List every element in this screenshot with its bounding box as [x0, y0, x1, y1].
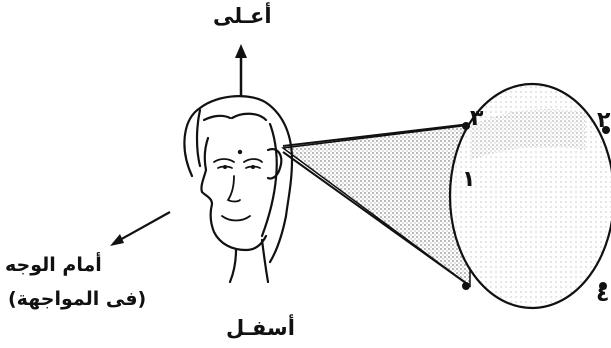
- point-label-4: ٤: [596, 282, 609, 307]
- label-front-of-face: أمام الوجه: [5, 254, 102, 276]
- point-marker-1: [462, 282, 470, 290]
- point-label-1: ١: [462, 167, 475, 192]
- label-up: أعـلى: [213, 4, 272, 28]
- front-arrow-icon: [110, 234, 124, 246]
- label-down: أسفـل: [226, 316, 295, 340]
- viewing-cone: [283, 125, 470, 286]
- face-features: [214, 159, 262, 221]
- bindi-dot: [238, 150, 242, 154]
- eye-right: [251, 165, 255, 169]
- label-facing: (فى المواجهة): [8, 288, 146, 310]
- eye-left: [223, 165, 227, 169]
- point-marker-3: [462, 122, 470, 130]
- point-label-3: ٣: [470, 106, 483, 131]
- front-arrow-shaft: [118, 212, 170, 241]
- point-label-2: ٢: [597, 108, 610, 133]
- head-drawing: [184, 96, 292, 282]
- up-arrow-icon: [235, 44, 247, 58]
